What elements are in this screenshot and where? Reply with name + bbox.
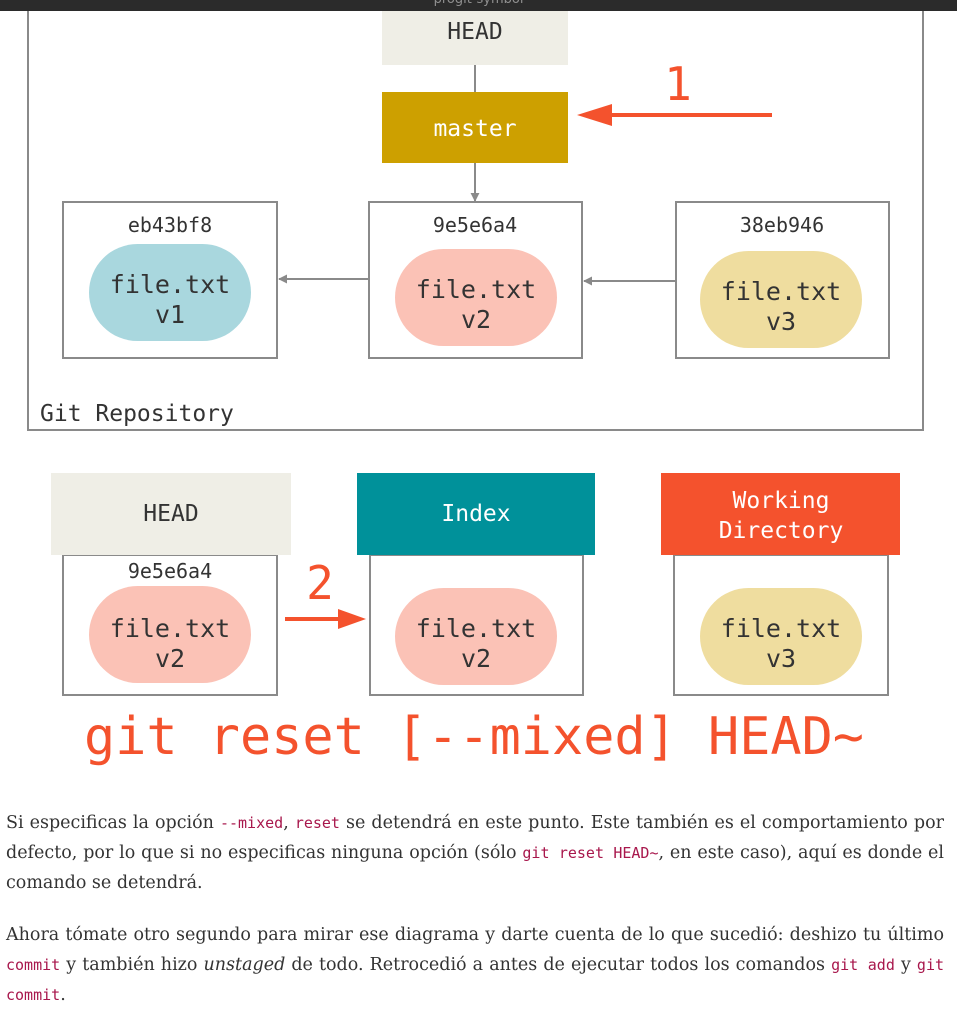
code-commit: commit [6, 956, 61, 974]
tree-head-title: HEAD [143, 501, 198, 527]
commit-hash: eb43bf8 [128, 213, 212, 237]
tree-working-directory-column: Working Directory file.txt v3 [661, 473, 900, 696]
code-mixed-option: --mixed [219, 814, 284, 832]
blob-version: v1 [155, 300, 185, 329]
tree-index-header [357, 473, 595, 555]
step-2-arrow-head [338, 609, 366, 629]
blob-version: v2 [155, 644, 185, 673]
blob-filename: file.txt [110, 270, 230, 299]
commit-hash: 9e5e6a4 [433, 213, 517, 237]
tree-working-directory-title-line-2: Directory [719, 518, 844, 544]
step-1-arrow-head [577, 104, 612, 126]
blob-filename: file.txt [721, 277, 841, 306]
tree-head-header [51, 473, 291, 555]
tree-index-column: Index file.txt v2 [357, 473, 595, 696]
code-git-commit: git commit [6, 956, 945, 1004]
blob-filename: file.txt [416, 614, 536, 643]
git-repository-label: Git Repository [40, 401, 234, 427]
blob-version: v3 [766, 644, 796, 673]
tree-working-directory-header [661, 473, 900, 555]
command-caption: git reset [--mixed] HEAD~ [84, 707, 864, 767]
tree-working-directory-title-line-1: Working [733, 488, 830, 514]
paragraph-unstaged-explanation: Ahora tómate otro segundo para mirar ese… [6, 925, 945, 1005]
emphasis-unstaged: unstaged [203, 955, 286, 975]
blob-filename: file.txt [416, 275, 536, 304]
master-branch-box [382, 92, 568, 163]
blob-pill [700, 251, 862, 348]
blob-pill [89, 586, 251, 683]
blob-pill [700, 588, 862, 685]
window-title: progit-symbol [0, 0, 957, 7]
code-git-reset-head: git reset HEAD~ [522, 844, 659, 862]
commit-eb43bf8: eb43bf8 file.txt v1 [62, 201, 278, 359]
code-git-add: git add [831, 956, 895, 974]
blob-filename: file.txt [110, 614, 230, 643]
blob-pill [89, 244, 251, 341]
blob-filename: file.txt [721, 614, 841, 643]
paragraph-mixed-explanation: Si especificas la opción --mixed, reset … [6, 813, 944, 893]
commit-38eb946: 38eb946 file.txt v3 [675, 201, 890, 359]
blob-pill [395, 249, 557, 346]
tree-head-column: HEAD 9e5e6a4 file.txt v2 [51, 473, 291, 696]
blob-pill [395, 588, 557, 685]
tree-index-title: Index [441, 501, 510, 527]
tree-head-hash: 9e5e6a4 [128, 559, 212, 583]
step-1-number: 1 [664, 57, 692, 111]
commit-9e5e6a4: 9e5e6a4 file.txt v2 [368, 201, 583, 359]
window-title-bar: progit-symbol [0, 0, 957, 11]
commit-hash: 38eb946 [740, 213, 824, 237]
master-branch-label: master [433, 116, 516, 142]
code-reset: reset [294, 814, 340, 832]
git-reset-mixed-diagram: Git Repository HEAD master 1 eb43bf8 fil… [27, 0, 924, 767]
git-repository-frame [27, 0, 924, 431]
blob-version: v3 [766, 307, 796, 336]
blob-version: v2 [461, 305, 491, 334]
repo-head-label: HEAD [447, 19, 502, 45]
step-2-number: 2 [306, 556, 334, 610]
blob-version: v2 [461, 644, 491, 673]
